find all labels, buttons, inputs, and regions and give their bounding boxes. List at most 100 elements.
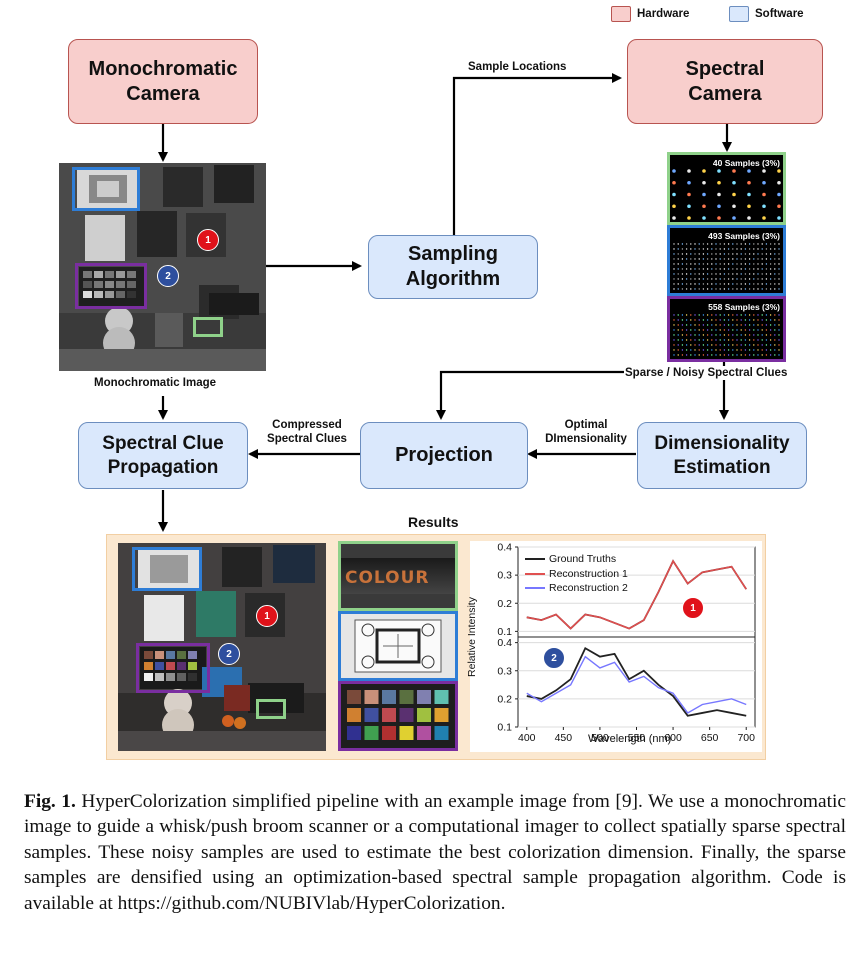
- sample-dot: [748, 354, 751, 356]
- sample-dot: [778, 344, 780, 346]
- sample-dot: [685, 334, 688, 336]
- sample-dot: [723, 243, 726, 245]
- sample-dot: [727, 253, 730, 255]
- sample-dot: [732, 263, 734, 265]
- y-tick-label: 0.3: [497, 570, 512, 582]
- sample-dot: [753, 319, 755, 321]
- sample-dot: [715, 253, 717, 255]
- sample-dot: [698, 319, 700, 321]
- sample-dot: [694, 278, 696, 280]
- sample-dot: [736, 349, 738, 351]
- sample-dot: [698, 283, 700, 285]
- sample-dot: [762, 192, 766, 197]
- sample-dot: [769, 273, 772, 275]
- sample-dot: [711, 253, 713, 255]
- sample-dot: [761, 278, 763, 280]
- sample-dot: [685, 314, 688, 316]
- sample-dot: [748, 263, 751, 265]
- sample-dot: [732, 339, 734, 341]
- sample-dot: [694, 344, 696, 346]
- sample-dot: [673, 329, 675, 331]
- sample-dot: [715, 324, 717, 326]
- sample-dot: [753, 283, 755, 285]
- checker-patch: [382, 708, 396, 722]
- sample-dot: [702, 263, 705, 265]
- sample-dot: [706, 253, 709, 255]
- sample-dot: [732, 334, 734, 336]
- sample-dot: [698, 288, 700, 290]
- sample-dot: [774, 243, 776, 245]
- sample-dot: [681, 314, 684, 316]
- sample-dot: [698, 278, 700, 280]
- sample-dot: [757, 339, 759, 341]
- sample-dot: [740, 334, 742, 336]
- sample-dot: [778, 349, 780, 351]
- sample-dot: [702, 319, 705, 321]
- sample-dot: [747, 169, 751, 173]
- sample-dot: [761, 283, 763, 285]
- sample-dot: [732, 319, 734, 321]
- sample-dot: [736, 344, 738, 346]
- sample-dot: [698, 324, 700, 326]
- chart-legend: Ground Truths Reconstruction 1 Reconstru…: [525, 552, 628, 596]
- sample-dot: [694, 283, 696, 285]
- sample-dot: [702, 329, 705, 331]
- sample-dot: [706, 319, 709, 321]
- x-tick-label: 650: [701, 732, 719, 744]
- sample-dot: [681, 319, 684, 321]
- y-tick-label: 0.1: [497, 722, 512, 734]
- sample-dot: [736, 268, 738, 270]
- sample-dot: [698, 243, 700, 245]
- sample-dot: [744, 283, 747, 285]
- sample-dot: [774, 334, 776, 336]
- chart-marker-1: 1: [682, 597, 704, 619]
- sample-dot: [727, 354, 730, 356]
- sample-dot: [744, 288, 747, 290]
- sample-dot: [690, 258, 692, 260]
- marker-1-badge: 1: [197, 229, 219, 251]
- checker-patch: [347, 708, 361, 722]
- sample-dot: [711, 339, 713, 341]
- sample-dot: [702, 278, 705, 280]
- sample-dot: [757, 278, 759, 280]
- sample-dot: [744, 324, 747, 326]
- sample-dot: [744, 268, 747, 270]
- sample-dot: [732, 169, 736, 173]
- sample-dot: [677, 283, 679, 285]
- sample-dot: [702, 314, 705, 316]
- sample-dot: [757, 283, 759, 285]
- sample-dot: [711, 263, 713, 265]
- sample-dot: [690, 349, 692, 351]
- sample-dot: [769, 349, 772, 351]
- sample-dot: [732, 258, 734, 260]
- sample-dot: [765, 263, 768, 265]
- sample-dot: [677, 243, 679, 245]
- sample-dot: [694, 319, 696, 321]
- sample-dot: [727, 248, 730, 250]
- sample-dot: [757, 263, 759, 265]
- sample-dot: [732, 349, 734, 351]
- samples-panel-green: 40 Samples (3%): [667, 152, 786, 225]
- sample-dot: [736, 253, 738, 255]
- projection-node: Projection: [360, 422, 528, 489]
- sample-dot: [702, 216, 706, 220]
- sample-dot: [690, 288, 692, 290]
- sample-dot: [727, 334, 730, 336]
- sample-dot: [736, 243, 738, 245]
- sample-dot: [753, 278, 755, 280]
- sample-dot: [732, 344, 734, 346]
- x-tick-label: 600: [664, 732, 682, 744]
- checker-patch: [434, 690, 449, 704]
- checker-patch: [399, 708, 414, 722]
- sample-dot: [690, 314, 692, 316]
- sample-dot: [761, 349, 763, 351]
- sample-dot: [761, 344, 763, 346]
- sample-dot: [706, 278, 709, 280]
- sample-dots-green: [672, 169, 781, 220]
- sample-dot: [769, 314, 772, 316]
- samples-493-label: 493 Samples (3%): [708, 231, 780, 241]
- sample-dot: [702, 192, 706, 197]
- y-tick-label: 0.2: [497, 598, 512, 610]
- software-legend-label: Software: [755, 8, 804, 20]
- sample-dot: [748, 288, 751, 290]
